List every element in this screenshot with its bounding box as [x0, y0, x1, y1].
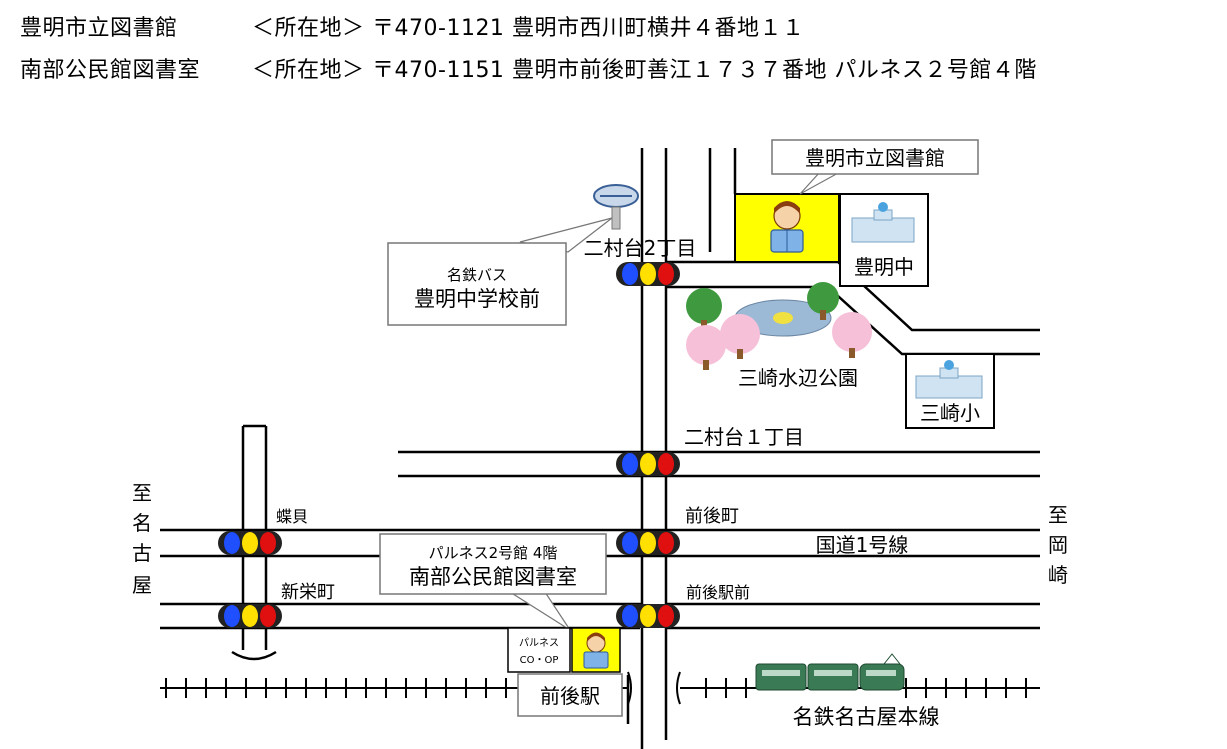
- bus-stop-icon: [593, 184, 639, 230]
- postal-code: 〒470-1121: [372, 16, 505, 41]
- reading-child-icon: [583, 632, 609, 669]
- palnes-store-name: パルネス: [519, 637, 559, 649]
- svg-text:名: 名: [132, 511, 152, 535]
- postal-code: 〒470-1151: [372, 58, 505, 83]
- traffic-signals: [218, 262, 680, 628]
- address-text: 豊明市前後町善江１７３７番地 パルネス２号館４階: [511, 58, 1037, 83]
- traffic-signal-icon: [616, 531, 680, 555]
- intersection-zengo-ekimae: 前後駅前: [686, 583, 750, 602]
- park-label: 三崎水辺公園: [738, 366, 858, 390]
- intersection-zengocho: 前後町: [685, 506, 739, 527]
- traffic-signal-icon: [616, 452, 680, 476]
- reading-child-icon: [770, 201, 804, 253]
- misaki-elementary-label: 三崎小: [920, 401, 980, 425]
- intersection-nimuradai-1: 二村台１丁目: [684, 425, 804, 449]
- school-building-icon: [915, 360, 983, 399]
- railway-label: 名鉄名古屋本線: [793, 705, 940, 729]
- bus-company-label: 名鉄バス: [447, 266, 507, 284]
- route-1-label: 国道1号線: [816, 533, 909, 557]
- svg-text:屋: 屋: [132, 573, 152, 597]
- library-name: 南部公民館図書室: [20, 58, 201, 83]
- library-name: 豊明市立図書館: [20, 16, 178, 41]
- intersection-nimuradai-2: 二村台2丁目: [584, 236, 697, 260]
- main-library-callout: 豊明市立図書館: [771, 139, 979, 195]
- station-box: [517, 673, 623, 717]
- bus-stop-callout: 名鉄バス 豊明中学校前: [387, 217, 613, 326]
- address-label: ＜所在地＞: [252, 58, 365, 83]
- intersection-horagai: 蝶貝: [276, 507, 308, 526]
- toyoake-junior-high-label: 豊明中: [854, 255, 914, 279]
- branch-library-callout: パルネス2号館 4階 南部公民館図書室: [379, 533, 607, 631]
- svg-text:至: 至: [1048, 503, 1068, 527]
- svg-text:古: 古: [132, 541, 152, 565]
- address-line-main-library: 豊明市立図書館 ＜所在地＞ 〒470-1121 豊明市西川町横井４番地１１: [20, 10, 804, 42]
- train-icon: [755, 653, 905, 691]
- branch-library-label: 南部公民館図書室: [409, 565, 577, 589]
- traffic-signal-icon: [218, 531, 282, 555]
- branch-building-label: パルネス2号館 4階: [429, 544, 558, 562]
- to-nagoya-label: 至 名 古 屋: [132, 481, 152, 597]
- address-line-branch-library: 南部公民館図書室 ＜所在地＞ 〒470-1151 豊明市前後町善江１７３７番地 パ…: [20, 52, 1037, 84]
- svg-text:岡: 岡: [1048, 533, 1068, 557]
- coop-label: CO・OP: [520, 655, 559, 666]
- traffic-signal-icon: [616, 604, 680, 628]
- to-okazaki-label: 至 岡 崎: [1048, 503, 1068, 587]
- traffic-signal-icon: [616, 262, 680, 286]
- palnes-store-box: [507, 627, 571, 673]
- school-building-icon: [851, 202, 915, 243]
- park-illustration: [686, 282, 872, 370]
- station-label: 前後駅: [540, 684, 600, 708]
- address-text: 豊明市西川町横井４番地１１: [511, 16, 805, 41]
- svg-text:崎: 崎: [1048, 563, 1068, 587]
- main-library-callout-label: 豊明市立図書館: [805, 146, 945, 170]
- intersection-shineicho: 新栄町: [281, 582, 335, 603]
- svg-text:至: 至: [132, 481, 152, 505]
- address-label: ＜所在地＞: [252, 16, 365, 41]
- traffic-signal-icon: [218, 604, 282, 628]
- bus-stop-name: 豊明中学校前: [414, 287, 540, 311]
